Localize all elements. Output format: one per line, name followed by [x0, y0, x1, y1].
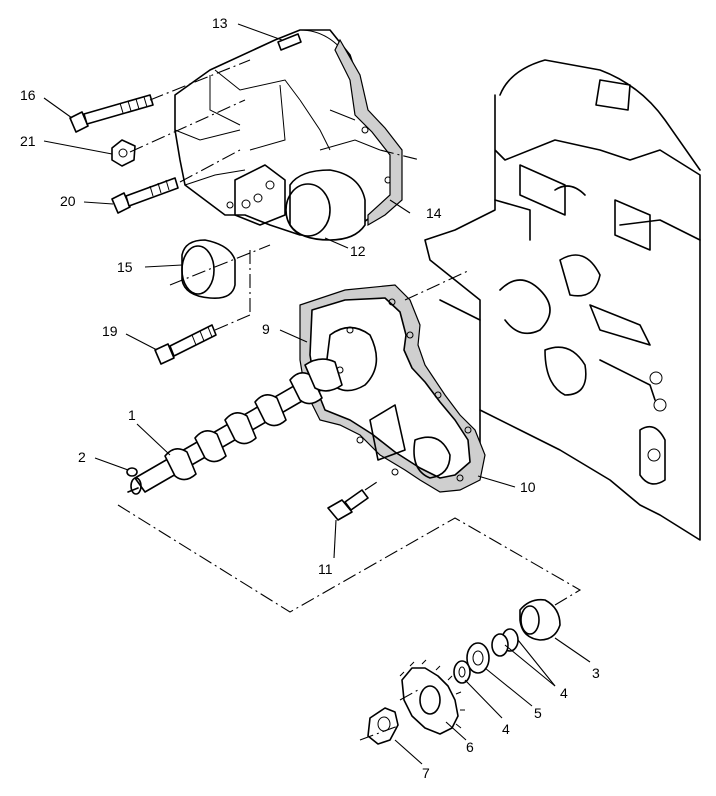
oil-seal	[181, 239, 236, 300]
callout-9: 9	[262, 321, 270, 337]
washer-4	[453, 660, 471, 684]
nut-21	[111, 139, 136, 167]
callout-12: 12	[350, 243, 366, 259]
thrust-washers-4	[491, 628, 519, 657]
callout-14: 14	[426, 205, 442, 221]
callout-13: 13	[212, 15, 228, 31]
dowel-13	[277, 33, 302, 51]
callout-15: 15	[117, 259, 133, 275]
callout-4-left: 4	[502, 721, 510, 737]
callout-10: 10	[520, 479, 536, 495]
callout-1: 1	[128, 407, 136, 423]
woodruff-key	[126, 467, 138, 477]
bolt-11	[327, 489, 369, 521]
callout-labels: 13 16 21 20 14 12 15 9 19 1 2 10 11 3 4 …	[20, 15, 600, 781]
callout-21: 21	[20, 133, 36, 149]
callout-16: 16	[20, 87, 36, 103]
callout-3: 3	[592, 665, 600, 681]
callout-20: 20	[60, 193, 76, 209]
callout-7: 7	[422, 765, 430, 781]
bush-5	[466, 642, 490, 674]
callout-5: 5	[534, 705, 542, 721]
callout-4-right: 4	[560, 685, 568, 701]
idler-hub-3	[519, 598, 561, 641]
engine-block	[424, 59, 701, 541]
callout-19: 19	[102, 323, 118, 339]
camshaft	[127, 358, 343, 495]
idler-shaft-7	[367, 707, 399, 745]
cover-gasket	[334, 38, 403, 227]
callout-11: 11	[318, 561, 333, 577]
timing-cover	[174, 29, 396, 241]
bolt-16	[69, 94, 154, 133]
bolt-19	[154, 324, 217, 365]
bolt-20	[111, 177, 179, 214]
idler-gear-6	[399, 659, 465, 735]
leader-lines	[43, 23, 591, 765]
callout-2: 2	[78, 449, 86, 465]
front-plate	[299, 284, 486, 493]
centre-lines	[117, 59, 582, 741]
callout-6: 6	[466, 739, 474, 755]
